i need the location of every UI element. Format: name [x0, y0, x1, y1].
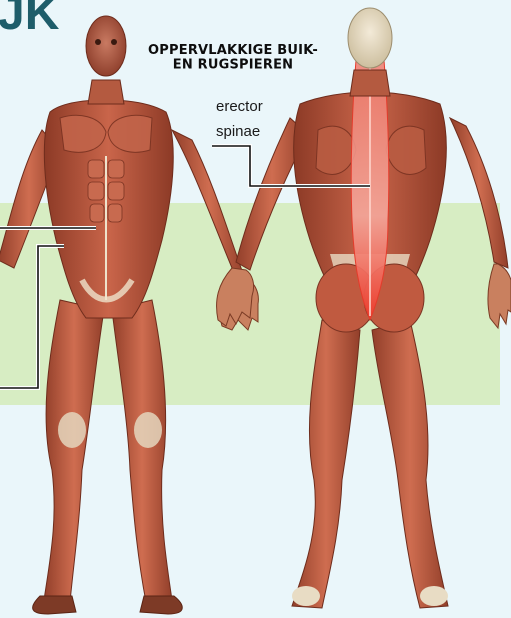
heading-line-2: EN RUGSPIEREN [144, 58, 322, 73]
section-heading: OPPERVLAKKIGE BUIK- EN RUGSPIEREN [144, 43, 322, 72]
erector-spinae-label: erector spinae [216, 94, 263, 144]
heading-line-1: OPPERVLAKKIGE BUIK- [144, 43, 322, 58]
label-line-1: erector [216, 94, 263, 119]
label-line-2: spinae [216, 119, 263, 144]
